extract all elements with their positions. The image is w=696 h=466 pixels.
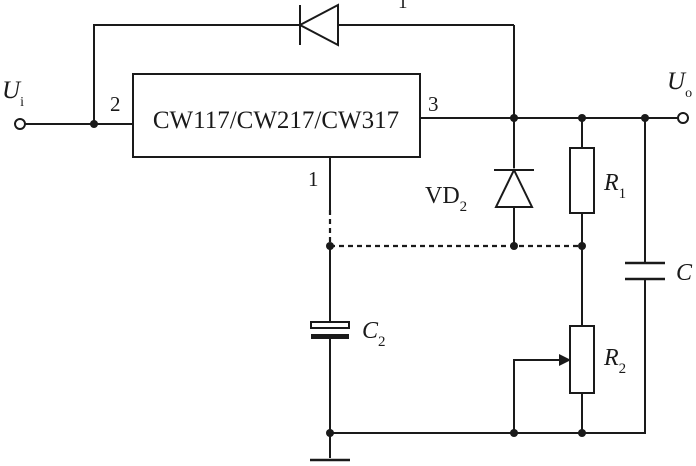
capacitor-c3: C: [625, 260, 693, 286]
r1-label: R1: [603, 170, 626, 202]
regulator-box: [132, 73, 421, 158]
junction-out-vd: [510, 114, 518, 122]
resistor-r2-body: [569, 325, 595, 394]
diode-vd1: 1: [297, 0, 408, 47]
r2-wiper: [513, 359, 562, 433]
junction-wiper-ground: [510, 429, 518, 437]
output-label: Uo: [667, 68, 692, 101]
regulator-name: CW117/CW217/CW317: [153, 107, 399, 134]
vd1-label: 1: [398, 0, 408, 13]
vd2-label: VD2: [425, 183, 467, 215]
diode-vd2-symbol: [494, 167, 534, 208]
junction-out-c3: [641, 114, 649, 122]
junction-input: [90, 120, 98, 128]
regulator-block: CW117/CW217/CW317: [132, 73, 421, 158]
r2-wiper-arrow: [559, 354, 571, 366]
input-label: Ui: [2, 77, 24, 110]
wires: [25, 24, 680, 462]
potentiometer-r2: R2: [569, 325, 626, 394]
pin-in-label: 2: [110, 92, 121, 116]
diode-vd2: VD2: [425, 167, 534, 215]
junction-ground: [326, 429, 334, 437]
pin-out-label: 3: [428, 92, 439, 116]
capacitor-c2-plate-top: [310, 321, 350, 329]
capacitor-c2-plate-bottom: [311, 334, 349, 339]
junction-out-r1: [578, 114, 586, 122]
junction-adj: [326, 242, 334, 250]
junction-r2-ground: [578, 429, 586, 437]
junction-r1-r2: [578, 242, 586, 250]
resistor-r1: R1: [569, 147, 626, 214]
c2-label: C2: [362, 318, 386, 350]
feedback-wire: [93, 24, 300, 124]
c3-bottom-lead: [330, 279, 646, 434]
output-terminal: [677, 112, 689, 124]
diode-vd1-symbol: [297, 3, 339, 47]
c3-label: C: [676, 260, 693, 286]
r2-label: R2: [603, 345, 626, 377]
resistor-r1-body: [569, 147, 595, 214]
capacitor-c2: C2: [310, 318, 386, 350]
junction-vd2-node: [510, 242, 518, 250]
junctions: [90, 114, 649, 437]
pin-adj-label: 1: [308, 167, 319, 191]
input-terminal: [14, 118, 26, 130]
